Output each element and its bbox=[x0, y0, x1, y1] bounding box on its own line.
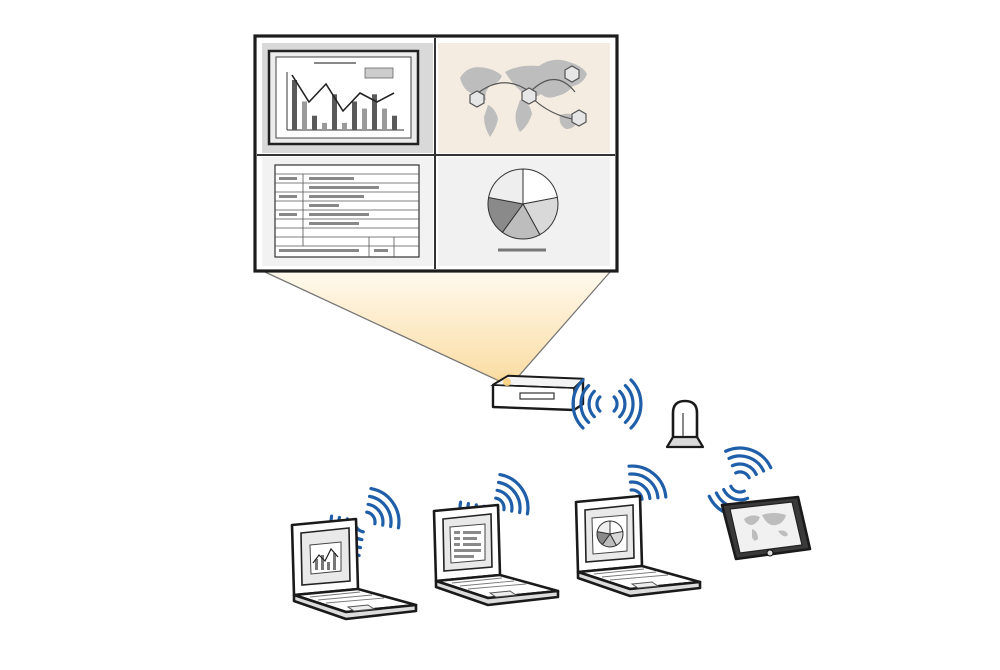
mini-chart-bar bbox=[392, 115, 397, 130]
screen-panel-table bbox=[262, 157, 433, 266]
signal-wave-arc bbox=[730, 462, 758, 477]
signal-wave-arc bbox=[587, 389, 596, 419]
wireless-access-point bbox=[665, 399, 705, 449]
laptop-3-pie-chart bbox=[596, 520, 624, 548]
mini-chart-bar bbox=[332, 94, 337, 130]
pie-slice bbox=[522, 196, 559, 236]
signal-wave-arc bbox=[367, 494, 393, 529]
signal-wave-arc bbox=[628, 480, 652, 501]
screen-panel-chart bbox=[262, 43, 433, 153]
pie-slice bbox=[522, 168, 558, 205]
mini-chart-bar bbox=[372, 94, 377, 130]
mini-chart-bar bbox=[362, 108, 367, 130]
mini-chart-bar bbox=[302, 101, 307, 130]
projection-screen bbox=[253, 34, 619, 273]
screen-pie-chart bbox=[487, 168, 559, 240]
signal-wave-arc bbox=[727, 454, 766, 473]
mini-chart-bar bbox=[382, 108, 387, 130]
signal-wave-arc bbox=[734, 470, 751, 480]
pie-slice bbox=[596, 520, 611, 535]
signal-wave-arc bbox=[495, 488, 514, 513]
signal-wave-arc bbox=[729, 484, 746, 494]
signal-wave-arc bbox=[724, 446, 773, 470]
signal-wave-arc bbox=[623, 384, 635, 424]
laptop-3 bbox=[574, 494, 702, 598]
mini-chart-line bbox=[291, 74, 395, 113]
mini-chart-bar bbox=[352, 101, 357, 130]
laptop-1 bbox=[290, 517, 418, 621]
signal-wave-arc bbox=[496, 480, 522, 515]
signal-wave-arc bbox=[627, 464, 668, 499]
signal-wave-arc bbox=[595, 395, 602, 413]
signal-wave-arc bbox=[628, 472, 660, 500]
screen-panel-pie bbox=[438, 157, 610, 266]
pie-slice bbox=[501, 203, 541, 240]
screen-panel-map bbox=[438, 43, 610, 153]
mini-chart-bar bbox=[342, 122, 347, 130]
mini-chart-bar bbox=[312, 115, 317, 130]
pie-slice bbox=[487, 196, 524, 234]
projection-beam bbox=[264, 271, 611, 392]
laptop-2 bbox=[432, 503, 560, 607]
mini-chart-bar bbox=[322, 122, 327, 130]
signal-wave-arc bbox=[365, 510, 377, 526]
signal-wave-arc bbox=[494, 496, 506, 512]
mini-chart-bar bbox=[292, 80, 297, 130]
signal-wave-arc bbox=[612, 395, 619, 413]
signal-wave-arc bbox=[369, 486, 401, 530]
signal-wave-arc bbox=[571, 378, 585, 430]
pie-slice bbox=[488, 168, 524, 205]
signal-wave-arc bbox=[629, 378, 643, 430]
projector bbox=[490, 374, 585, 412]
signal-wave-arc bbox=[498, 472, 530, 516]
signal-wave-arc bbox=[618, 389, 627, 419]
signal-wave-arc bbox=[722, 487, 750, 502]
tablet bbox=[720, 495, 812, 561]
mini-chart-bars bbox=[292, 80, 397, 130]
signal-wave-arc bbox=[579, 384, 591, 424]
signal-wave-arc bbox=[366, 502, 385, 527]
